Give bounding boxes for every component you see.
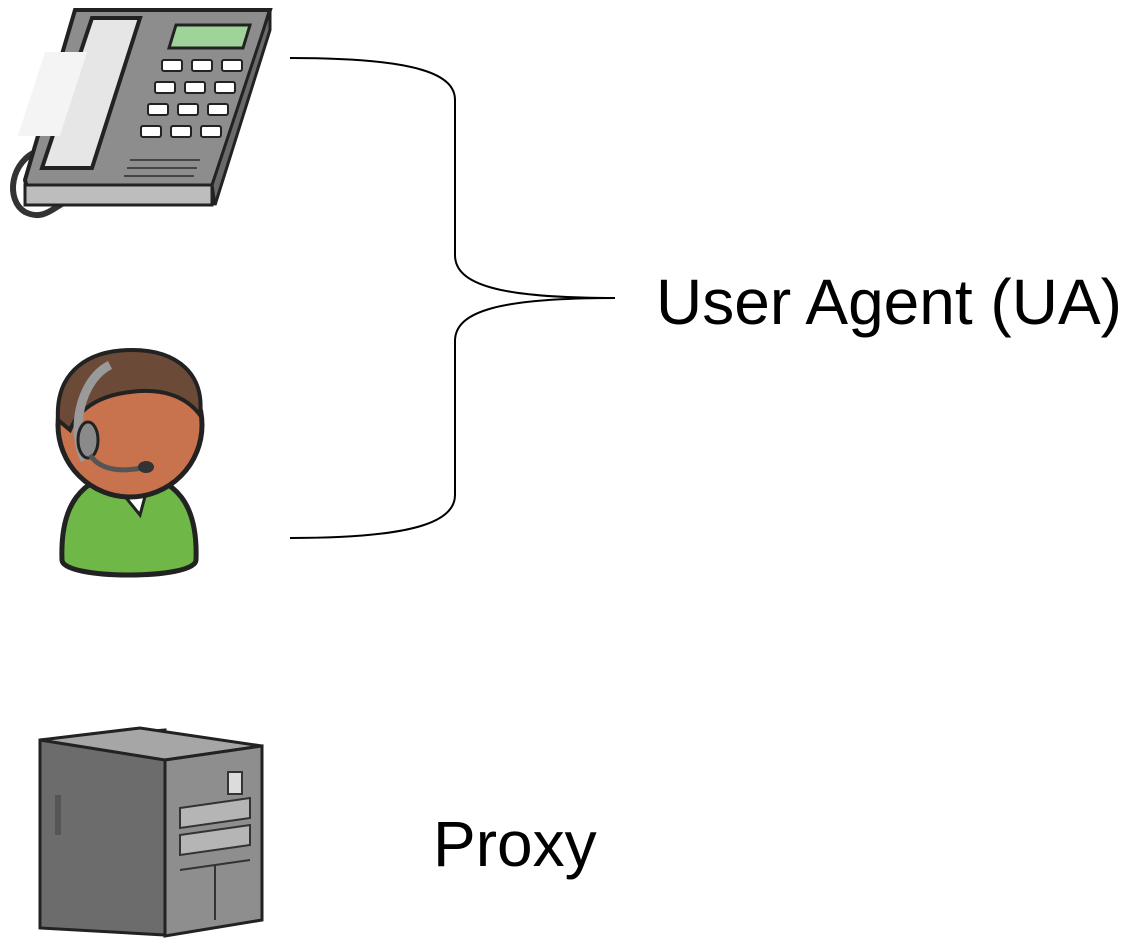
user-agent-label: User Agent (UA) <box>656 266 1122 338</box>
ua-grouping-brace <box>289 57 616 539</box>
desk-phone-icon <box>10 8 273 219</box>
server-tower-icon <box>38 726 264 938</box>
proxy-label: Proxy <box>433 808 597 880</box>
call-agent-icon <box>55 347 205 578</box>
